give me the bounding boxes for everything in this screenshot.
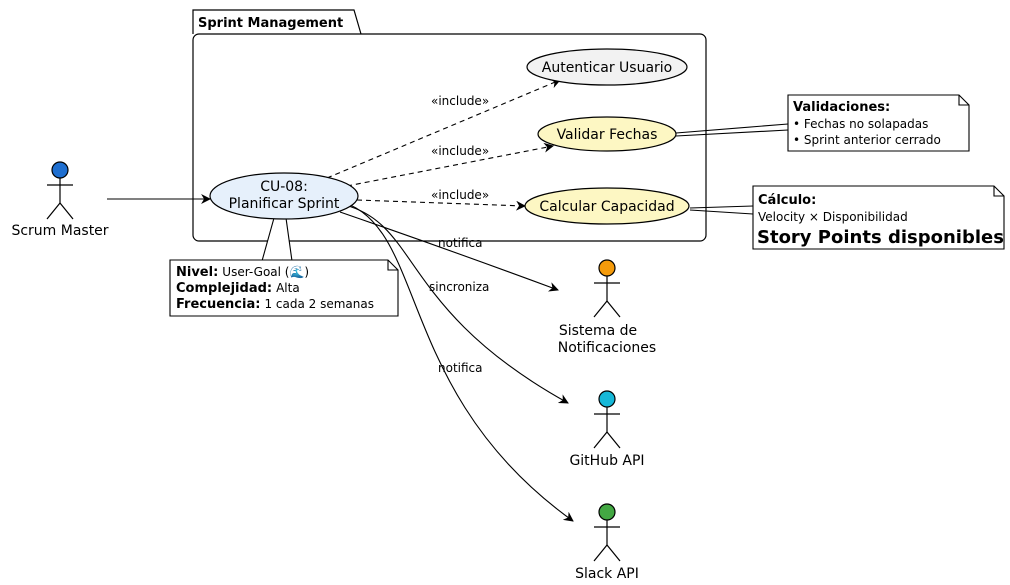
note-nivel: Nivel:User-Goal (🌊) (176, 265, 309, 280)
note-item: • Sprint anterior cerrado (793, 133, 941, 147)
actor-label-line2: Notificaciones (558, 340, 656, 356)
actor-github-api[interactable]: GitHub API (569, 390, 645, 469)
label-include-calcular: «include» (431, 188, 489, 202)
use-case-autenticar-usuario[interactable]: Autenticar Usuario (526, 48, 688, 86)
label-sincroniza: sincroniza (429, 280, 489, 294)
actor-label: Slack API (575, 566, 639, 582)
use-case-name: Planificar Sprint (229, 196, 340, 212)
note-item: • Fechas no solapadas (793, 117, 928, 131)
note-formula: Velocity × Disponibilidad (758, 210, 908, 224)
arrow-notificaciones (339, 211, 559, 292)
note-meta: Nivel:User-Goal (🌊) Complejidad:Alta Fre… (169, 259, 399, 317)
note-link-validaciones (675, 123, 789, 134)
include-validar (346, 142, 554, 187)
include-autenticar (326, 78, 561, 179)
note-result: Story Points disponibles (757, 227, 1004, 248)
actor-label: GitHub API (569, 453, 644, 469)
use-case-planificar-sprint[interactable]: CU-08: Planificar Sprint (209, 172, 359, 220)
note-frecuencia: Frecuencia:1 cada 2 semanas (176, 297, 374, 312)
note-validaciones: Validaciones: • Fechas no solapadas • Sp… (787, 94, 970, 152)
include-calcular (356, 199, 526, 211)
actor-label: Scrum Master (11, 223, 108, 239)
actor-label-line1: Sistema de (559, 323, 637, 339)
package-title: Sprint Management (198, 16, 343, 31)
use-case-validar-fechas[interactable]: Validar Fechas (537, 116, 677, 152)
label-include-autenticar: «include» (431, 94, 489, 108)
use-case-label: Validar Fechas (557, 127, 658, 143)
note-link-calculo (689, 205, 754, 209)
note-complejidad: Complejidad:Alta (176, 281, 300, 296)
label-notifica-1: notifica (438, 236, 483, 250)
label-notifica-2: notifica (438, 361, 483, 375)
actor-sistema-notificaciones[interactable]: Sistema de Notificaciones (558, 259, 656, 356)
use-case-label: Calcular Capacidad (539, 199, 674, 215)
note-link-calculo-2 (689, 209, 754, 215)
use-case-label: Autenticar Usuario (542, 60, 673, 76)
note-title: Validaciones: (793, 100, 890, 115)
relations (107, 78, 789, 522)
use-case-calcular-capacidad[interactable]: Calcular Capacidad (524, 187, 690, 225)
actor-scrum-master[interactable]: Scrum Master (11, 161, 109, 239)
note-link-validaciones-2 (675, 129, 789, 137)
arrow-github (344, 204, 569, 404)
note-title: Cálculo: (758, 193, 816, 208)
note-calculo: Cálculo: Velocity × Disponibilidad Story… (752, 185, 1005, 250)
use-case-id: CU-08: (260, 179, 308, 195)
actor-slack-api[interactable]: Slack API (575, 503, 639, 582)
label-include-validar: «include» (431, 144, 489, 158)
arrow-slack (334, 199, 574, 522)
